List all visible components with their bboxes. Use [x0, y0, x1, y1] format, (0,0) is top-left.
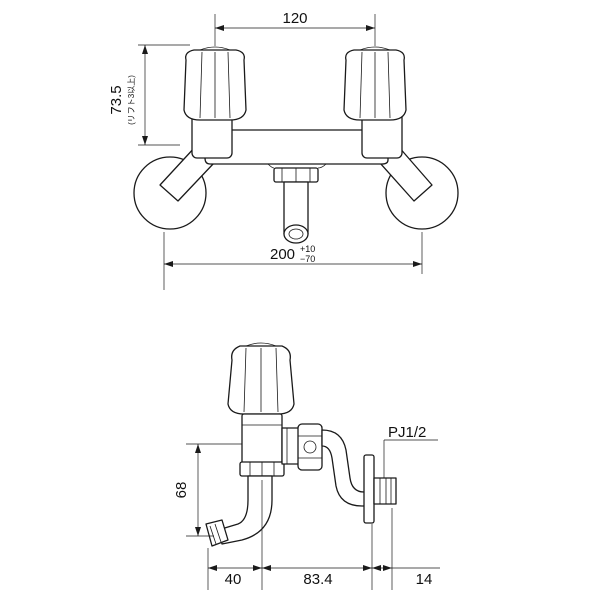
side-threaded-connector	[373, 477, 397, 505]
main-horizontal-pipe	[204, 129, 389, 165]
dimension-200-tolerance-minus: −70	[300, 254, 315, 264]
dimension-83-4-label: 83.4	[303, 571, 332, 588]
pipe-thread-callout: PJ1/2	[383, 424, 438, 478]
side-view: PJ1/2 68 40 83.4 14	[173, 342, 440, 590]
dimension-73-5-note: (リフト3以上)	[127, 75, 136, 125]
side-handle	[227, 342, 295, 415]
side-eccentric-pipe	[321, 429, 367, 507]
dimension-200: 200 +10 −70	[163, 232, 423, 290]
left-handle	[183, 46, 247, 121]
dimension-200-label: 200	[270, 246, 295, 263]
right-handle	[343, 46, 407, 121]
dimension-68-label: 68	[173, 482, 190, 499]
pipe-thread-label: PJ1/2	[388, 424, 426, 441]
bottom-dimension-chain: 40 83.4 14	[207, 480, 440, 590]
dimension-68: 68	[173, 443, 242, 537]
dimension-120-label: 120	[282, 10, 307, 27]
side-spout-tip	[205, 519, 229, 547]
front-view: 120 73.5 (リフト3以上) 200 +10 −70	[108, 10, 459, 290]
dimension-73-5: 73.5 (リフト3以上)	[108, 44, 190, 146]
dimension-120: 120	[214, 10, 376, 46]
side-curved-spout	[217, 475, 273, 545]
side-wall-flange	[363, 454, 375, 524]
dimension-73-5-label: 73.5	[108, 85, 125, 114]
dimension-14-label: 14	[416, 571, 433, 588]
side-union-nut	[297, 423, 323, 471]
dimension-200-tolerance-plus: +10	[300, 244, 315, 254]
dimension-40-label: 40	[225, 571, 242, 588]
side-valve-body	[241, 413, 283, 467]
side-connector-pipe	[281, 427, 301, 465]
